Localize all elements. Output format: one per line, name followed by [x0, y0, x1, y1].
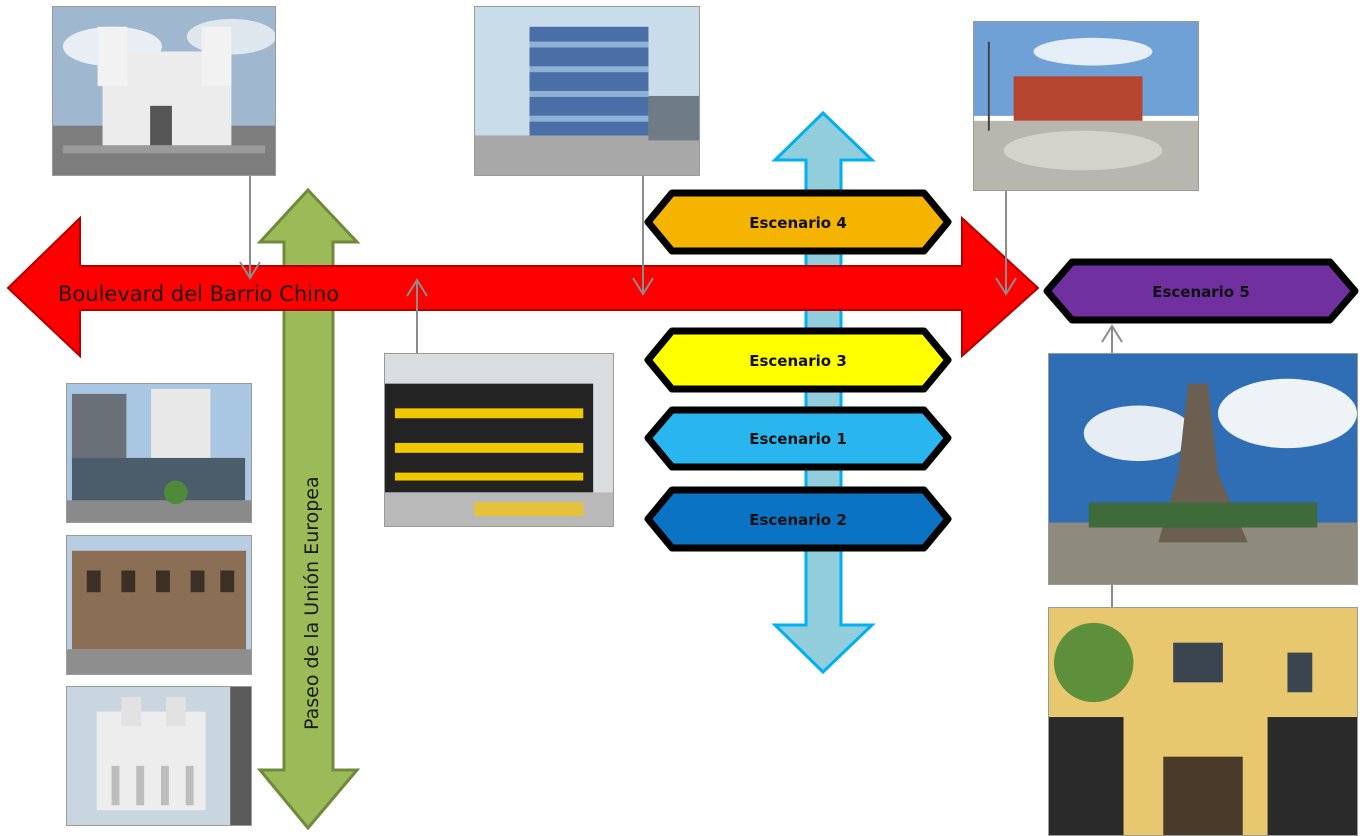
scenario-1-badge: Escenario 1 — [644, 406, 952, 471]
glass-tower-photo — [66, 383, 252, 523]
paseo-label: Paseo de la Unión Europea — [301, 476, 323, 730]
church-photo — [52, 6, 276, 176]
blue-building-photo — [474, 6, 700, 176]
scenario-1-label: Escenario 1 — [749, 430, 847, 448]
scenario-3-badge: Escenario 3 — [644, 327, 952, 393]
paseo-arrow — [256, 187, 361, 831]
monument-photo — [1048, 353, 1358, 585]
scenario-5-badge: Escenario 5 — [1043, 258, 1359, 324]
scenario-2-label: Escenario 2 — [749, 511, 847, 529]
boulevard-label: Boulevard del Barrio Chino — [58, 282, 339, 306]
cathedral-photo — [66, 686, 252, 826]
scenario-2-badge: Escenario 2 — [644, 486, 952, 552]
yellow-facade-photo — [1048, 607, 1358, 836]
scenario-5-label: Escenario 5 — [1152, 283, 1250, 301]
boulevard-arrow — [6, 215, 1040, 359]
stone-building-photo — [66, 535, 252, 675]
scenario-4-badge: Escenario 4 — [644, 189, 952, 255]
scenario-4-label: Escenario 4 — [749, 214, 847, 232]
red-building-plaza-photo — [973, 21, 1199, 191]
yellow-corner-building-photo — [384, 353, 614, 527]
scenario-3-label: Escenario 3 — [749, 352, 847, 370]
